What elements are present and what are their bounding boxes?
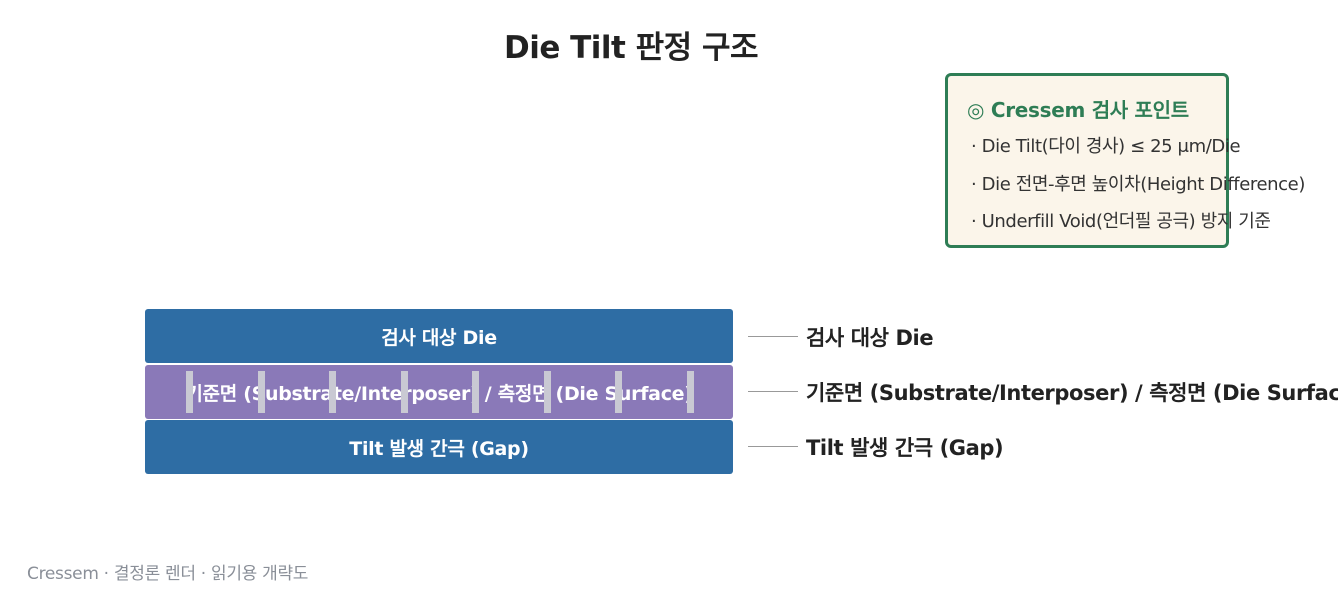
leader-line	[748, 391, 798, 392]
diagram-title: Die Tilt 판정 구조	[503, 30, 759, 66]
side-label-inspection-die: 검사 대상 Die	[806, 326, 934, 350]
bump-marker	[543, 371, 551, 413]
bump-marker	[329, 371, 336, 413]
bump-marker	[472, 371, 479, 413]
layer-label: Tilt 발생 간극 (Gap)	[349, 437, 529, 460]
layer-label: 기준면 (Substrate/Interposer) / 측정면 (Die Su…	[185, 382, 693, 405]
inspection-points-callout: ◎ Cressem 검사 포인트 · Die Tilt(다이 경사) ≤ 25 …	[945, 73, 1305, 248]
bump-marker	[615, 371, 622, 413]
layer-label: 검사 대상 Die	[381, 326, 497, 349]
layer-reference-surface: 기준면 (Substrate/Interposer) / 측정면 (Die Su…	[145, 365, 733, 419]
callout-item-underfill-void: · Underfill Void(언더필 공극) 방지 기준	[971, 211, 1271, 232]
bump-marker	[257, 371, 265, 413]
bump-marker	[400, 371, 408, 413]
footer-caption: Cressem · 결정론 렌더 · 읽기용 개략도	[27, 564, 309, 584]
callout-item-height-difference: · Die 전면-후면 높이차(Height Difference)	[971, 174, 1305, 195]
leader-line	[748, 336, 798, 337]
side-label-tilt-gap: Tilt 발생 간극 (Gap)	[806, 436, 1004, 460]
leader-line	[748, 446, 798, 447]
layer-tilt-gap: Tilt 발생 간극 (Gap)	[145, 420, 733, 474]
bump-marker	[186, 371, 193, 413]
callout-title: ◎ Cressem 검사 포인트	[967, 98, 1189, 122]
layer-inspection-die: 검사 대상 Die	[145, 309, 733, 363]
side-label-reference-surface: 기준면 (Substrate/Interposer) / 측정면 (Die Su…	[806, 381, 1338, 405]
bump-marker	[686, 371, 694, 413]
callout-item-die-tilt: · Die Tilt(다이 경사) ≤ 25 μm/Die	[971, 136, 1241, 157]
